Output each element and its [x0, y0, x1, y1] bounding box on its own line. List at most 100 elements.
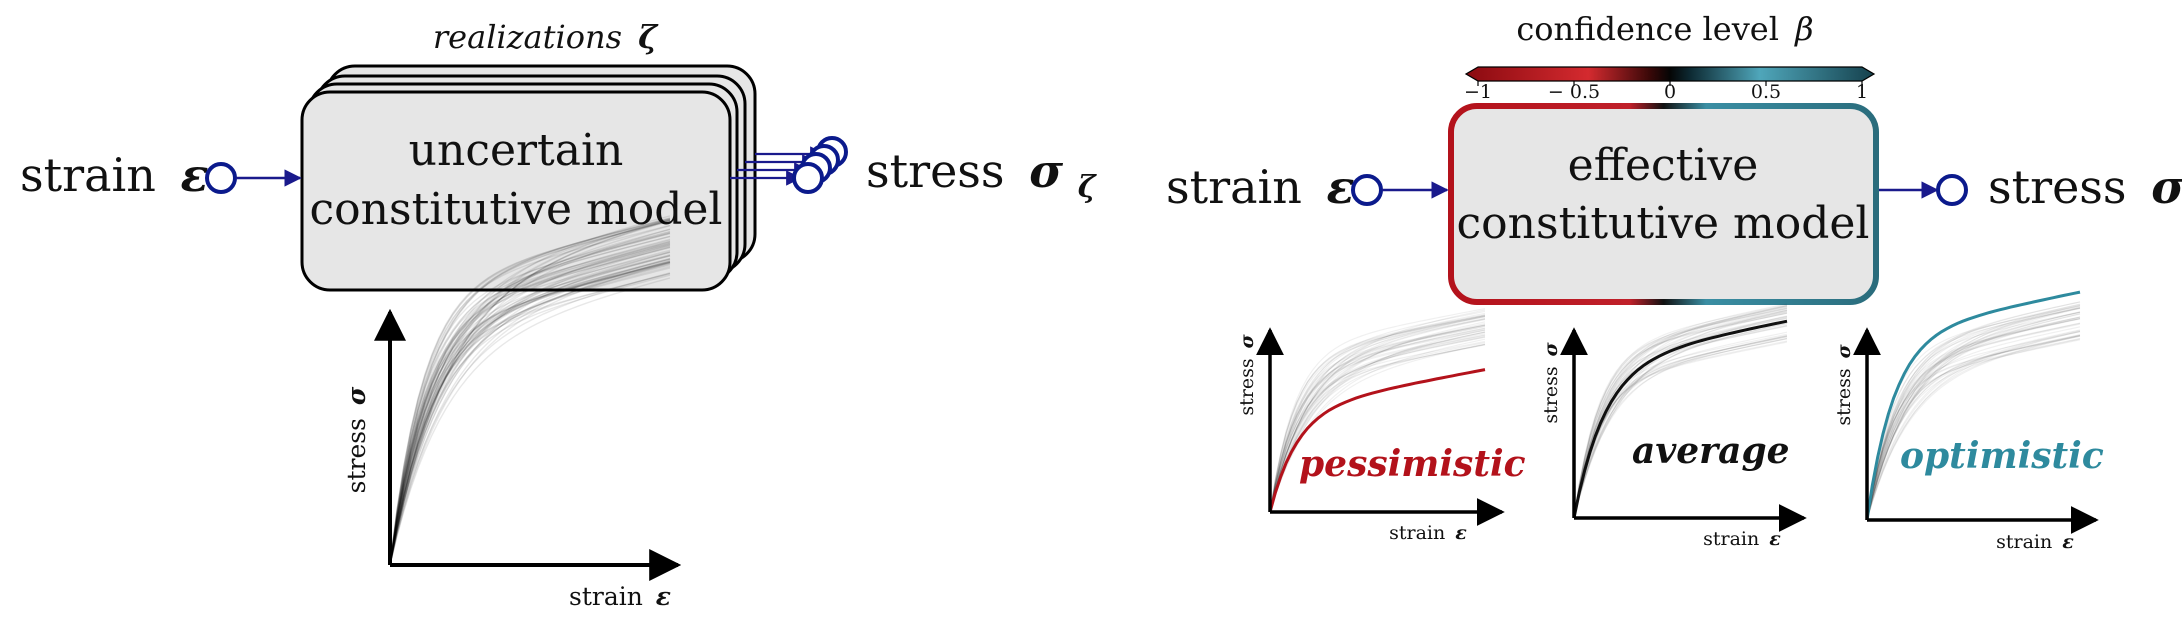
realization-curve — [1866, 330, 2081, 521]
colorbar-ticks — [1477, 81, 1863, 86]
left-output-label: stress σ ζ — [866, 144, 1098, 205]
realization-curve — [1866, 335, 2081, 521]
realization-curve — [389, 254, 671, 566]
realization-curve — [1269, 331, 1486, 513]
realization-curve — [1866, 317, 2081, 521]
realization-curve — [1866, 318, 2081, 521]
realization-curve — [1573, 322, 1788, 519]
realization-curve — [1573, 340, 1788, 519]
realization-curve — [1573, 322, 1788, 519]
realization-curve — [389, 260, 671, 566]
realization-curve — [1269, 321, 1486, 513]
realization-curve — [1269, 324, 1486, 513]
realization-curve — [1269, 328, 1486, 513]
realization-curve — [1269, 324, 1486, 513]
realization-curve — [1269, 324, 1486, 513]
realization-curve — [1866, 306, 2081, 521]
realization-curve — [1866, 311, 2081, 521]
realization-curve — [1269, 325, 1486, 513]
uncertain-model-label-line1: uncertain — [409, 125, 624, 176]
plot-pessimistic-xlabel: strain ε — [1389, 522, 1467, 544]
realization-curve — [1866, 317, 2081, 521]
realization-curve — [1573, 315, 1788, 519]
realizations-label: realizations ζ — [433, 18, 659, 56]
realization-curve — [389, 244, 671, 566]
realization-curve — [389, 218, 671, 566]
realization-curve — [1269, 331, 1486, 513]
realization-curve — [1269, 314, 1486, 513]
realization-curve — [1573, 315, 1788, 519]
realization-curve — [1573, 335, 1788, 519]
realization-curve — [1573, 341, 1788, 519]
colorbar-tick-label: 0 — [1664, 81, 1676, 103]
realization-curve — [389, 255, 671, 566]
realization-curve — [1269, 315, 1486, 513]
realization-curve — [389, 261, 671, 566]
realization-curve — [1573, 325, 1788, 519]
realization-curve — [1573, 306, 1788, 519]
realization-curve — [1269, 315, 1486, 513]
realization-curve — [389, 243, 671, 566]
realization-curve — [1866, 303, 2081, 521]
realization-curve — [1866, 303, 2081, 521]
realization-curve — [1573, 309, 1788, 519]
realization-curve — [389, 246, 671, 566]
realization-curve — [1866, 329, 2081, 521]
realization-curve — [1573, 312, 1788, 519]
plot-optimistic-ylabel: stress σ — [1833, 343, 1855, 425]
realization-curve — [389, 260, 671, 566]
realization-curve — [1866, 334, 2081, 521]
realization-curve — [1866, 307, 2081, 521]
realization-curve — [1269, 315, 1486, 513]
realization-curve — [389, 219, 671, 566]
realization-curve — [1866, 330, 2081, 521]
realization-curve — [389, 255, 671, 566]
realization-curve — [1866, 335, 2081, 521]
left-plot-xlabel: strain ε — [569, 582, 671, 611]
realization-curve — [389, 232, 671, 566]
realization-curve — [1573, 308, 1788, 519]
realization-curve — [389, 215, 671, 566]
realization-curve — [389, 219, 671, 566]
realization-curve — [389, 232, 671, 566]
realization-curve — [1866, 338, 2081, 521]
effective-model-box — [1448, 103, 1879, 305]
realization-curve — [1269, 335, 1486, 513]
plot-optimistic-curves — [1866, 301, 2081, 521]
effective-model-label-line1: effective — [1568, 140, 1759, 191]
realization-curve — [1269, 326, 1486, 513]
realization-curve — [1269, 329, 1486, 513]
realization-curve — [389, 265, 671, 566]
realization-curve — [1573, 305, 1788, 519]
left-input-label: strain ε — [20, 148, 208, 202]
realization-curve — [1866, 316, 2081, 521]
plot-pessimistic-ylabel: stress σ — [1236, 333, 1258, 415]
realization-curve — [1269, 310, 1486, 513]
realization-curve — [1573, 304, 1788, 519]
realization-curve — [389, 262, 671, 566]
colorbar-tick-label: 0.5 — [1751, 81, 1781, 103]
realization-curve — [1269, 315, 1486, 513]
realization-curve — [1866, 307, 2081, 521]
realization-curve — [389, 277, 671, 566]
realization-curve — [389, 238, 671, 566]
realization-curve — [1866, 339, 2081, 521]
realization-curve — [1269, 308, 1486, 513]
realization-curve — [389, 261, 671, 566]
realization-curve — [1269, 314, 1486, 513]
plot-average-title: average — [1632, 430, 1790, 472]
realization-curve — [1573, 338, 1788, 519]
realization-curve — [1866, 306, 2081, 521]
effective-model-label-line2: constitutive model — [1457, 198, 1870, 249]
realization-curve — [1269, 340, 1486, 513]
left-input-node — [205, 162, 237, 194]
realization-curve — [1573, 337, 1788, 519]
realization-curve — [1866, 323, 2081, 521]
realization-curve — [1573, 336, 1788, 519]
realization-curve — [389, 241, 671, 566]
realization-curve — [1866, 305, 2081, 521]
realization-curve — [1866, 326, 2081, 521]
realization-curve — [389, 247, 671, 566]
realization-curve — [1866, 301, 2081, 521]
realization-curve — [1269, 343, 1486, 513]
